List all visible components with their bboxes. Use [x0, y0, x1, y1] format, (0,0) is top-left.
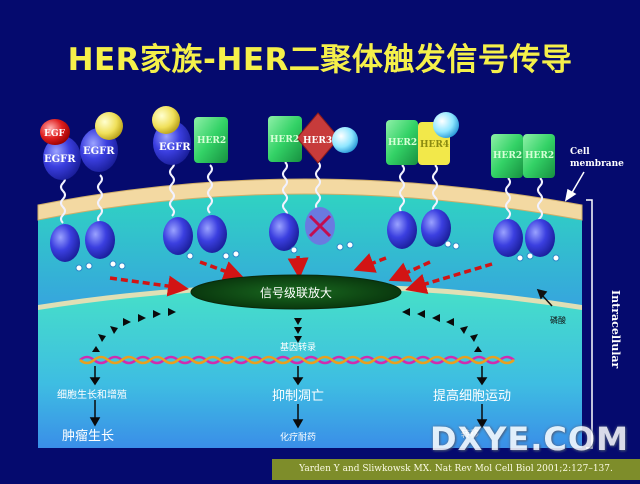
blue-ligand [433, 112, 459, 138]
right-arc-arrows [402, 308, 482, 352]
egfr-label: EGFR [44, 154, 76, 165]
center-outcome-label: 抑制凋亡 [272, 389, 324, 404]
her2-receptor [268, 116, 302, 162]
slide-title: HER家族-HER二聚体触发信号传导 [67, 42, 573, 78]
nucleus [38, 288, 582, 448]
cell-membrane-label: membrane [570, 159, 624, 169]
her2-label: HER2 [525, 151, 554, 161]
intracellular-label: Intracellular [609, 290, 622, 369]
egf-label: EGF [44, 129, 66, 139]
citation: Yarden Y and Sliwkowsk MX. Nat Rev Mol C… [272, 459, 640, 480]
left-outcome-label: 细胞生长和增殖 [57, 388, 127, 401]
yellow-ligand [152, 106, 180, 134]
receptor-group-her2-her4 [386, 112, 459, 249]
her2-receptor-left [491, 134, 523, 178]
her3-label: HER3 [303, 136, 332, 146]
phosphorylation-label: 磷酸 [550, 315, 566, 325]
her2-receptor [386, 120, 418, 165]
her2-receptor-right [523, 134, 555, 178]
intracellular-bracket [586, 199, 593, 449]
center-arrows [294, 318, 302, 343]
blue-ligand [332, 127, 358, 153]
outcome-arrows [89, 366, 488, 429]
cell-membrane [37, 178, 583, 221]
egfr-label: EGFR [83, 146, 115, 157]
right-outcome-label: 提高细胞运动 [433, 388, 511, 404]
her2-label: HER2 [197, 136, 226, 146]
her2-receptor [194, 117, 228, 163]
right-outcome-label: 转移 [461, 428, 479, 440]
left-arc-arrows [92, 308, 176, 352]
activation-arrows [109, 253, 493, 297]
her4-label: HER4 [420, 140, 449, 150]
egfr-receptor-left [43, 136, 81, 180]
receptor-group-her2-her2 [491, 134, 555, 257]
receptor-group-egfr-her2 [152, 106, 228, 255]
receptor-group-her2-her3 [268, 112, 358, 251]
phosphate-markers [75, 240, 560, 272]
cascade-label: 信号级联放大 [260, 285, 332, 300]
egfr-label: EGFR [159, 142, 191, 153]
gene-transcription-label: 基因转录 [280, 341, 316, 353]
cell-membrane-label: Cell [570, 147, 590, 157]
center-outcome-label: 化疗耐药 [280, 431, 316, 443]
signal-cascade [190, 274, 402, 310]
receptor-group-egfr-egfr [40, 112, 123, 262]
inactive-mark [308, 214, 332, 238]
cell-membrane-pointer [564, 171, 585, 202]
dna-helix [79, 355, 515, 365]
phosphorylation-pointer [536, 288, 553, 307]
downstream-arrows [92, 308, 482, 352]
watermark: DXYE.COM [430, 420, 629, 458]
her2-label: HER2 [270, 135, 299, 145]
her2-label: HER2 [388, 138, 417, 148]
yellow-ligand [95, 112, 123, 140]
left-outcome-label: 肿瘤生长 [62, 428, 114, 444]
egf-ligand [40, 119, 70, 145]
her2-label: HER2 [493, 151, 522, 161]
her3-receptor [296, 112, 340, 164]
